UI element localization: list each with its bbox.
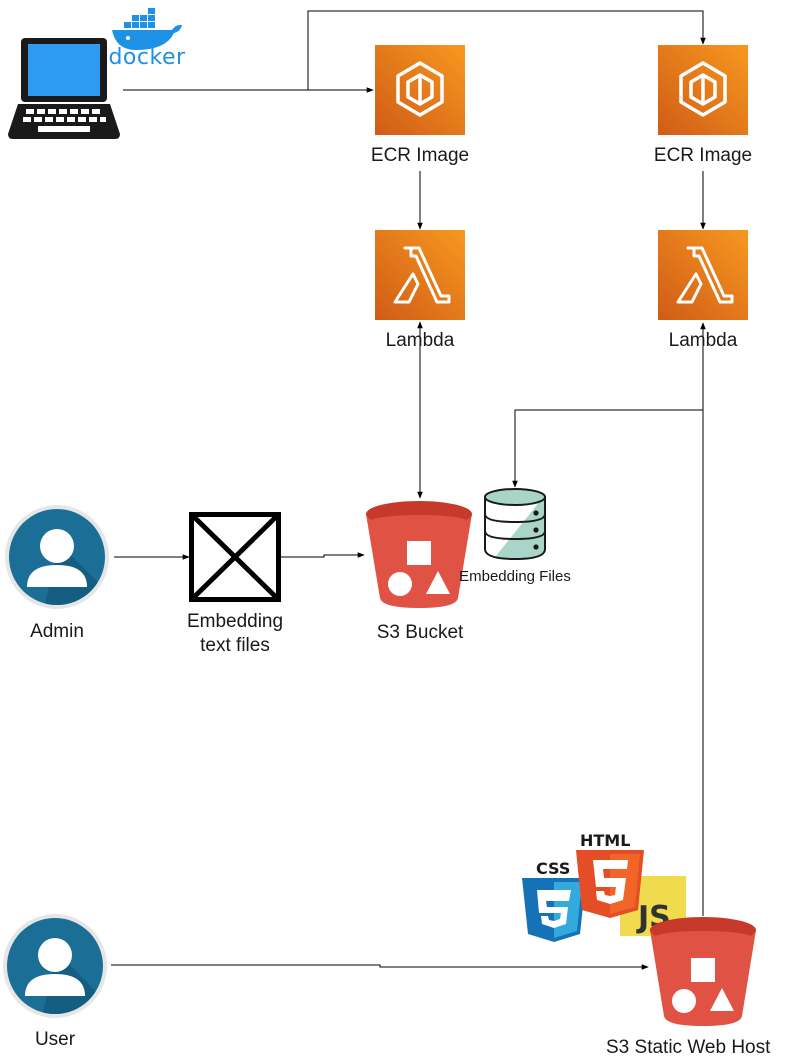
css-badge-text: CSS [536,859,570,878]
laptop-node [4,34,124,144]
ecr-icon [375,45,465,135]
laptop-icon [8,38,120,139]
user-label: User [34,1029,76,1050]
ecr-icon [658,45,748,135]
docker-logo: docker [106,2,188,74]
edge-user-to-s3-web [111,964,649,970]
lambda-icon [375,230,465,320]
s3-bucket-icon[interactable] [362,498,476,612]
html-badge-text: HTML [580,831,630,850]
document-placeholder-icon [189,512,281,602]
lambda-left-label: Lambda [385,330,455,351]
css3-icon: CSS [522,859,586,942]
admin-avatar[interactable] [3,503,111,611]
user-avatar[interactable] [1,912,109,1020]
ecr-right-label: ECR Image [653,145,753,166]
lambda-right-label: Lambda [668,330,738,351]
embedding-files-db[interactable] [482,487,548,561]
admin-label: Admin [30,621,84,642]
s3-bucket-icon-graphic [366,501,472,608]
embedding-files-label: Embedding Files [459,568,571,585]
ecr-left-label: ECR Image [370,145,470,166]
lambda-left-icon[interactable] [375,230,465,320]
s3-bucket-icon-graphic [650,917,756,1026]
edge-lambda-right-to-embedding-files [512,409,703,488]
lambda-right-icon[interactable] [658,230,748,320]
ecr-right-icon[interactable] [658,45,748,135]
embedding-text-files-node[interactable] [189,512,281,602]
s3-web-host-icon[interactable] [646,914,760,1030]
lambda-icon [658,230,748,320]
html5-icon: HTML [576,831,644,918]
database-icon [484,488,546,561]
edge-embedding-text-to-s3-bucket [281,552,365,558]
s3-web-host-label: S3 Static Web Host [606,1037,771,1058]
ecr-left-icon[interactable] [375,45,465,135]
user-icon [5,505,109,609]
user-icon [3,914,107,1018]
embedding-text-files-label: Embedding text files [186,611,284,656]
docker-wordmark: docker [108,45,186,70]
s3-bucket-label: S3 Bucket [376,622,464,643]
edge-laptop-to-ecr-right [307,10,706,90]
docker-whale-icon [112,8,182,50]
